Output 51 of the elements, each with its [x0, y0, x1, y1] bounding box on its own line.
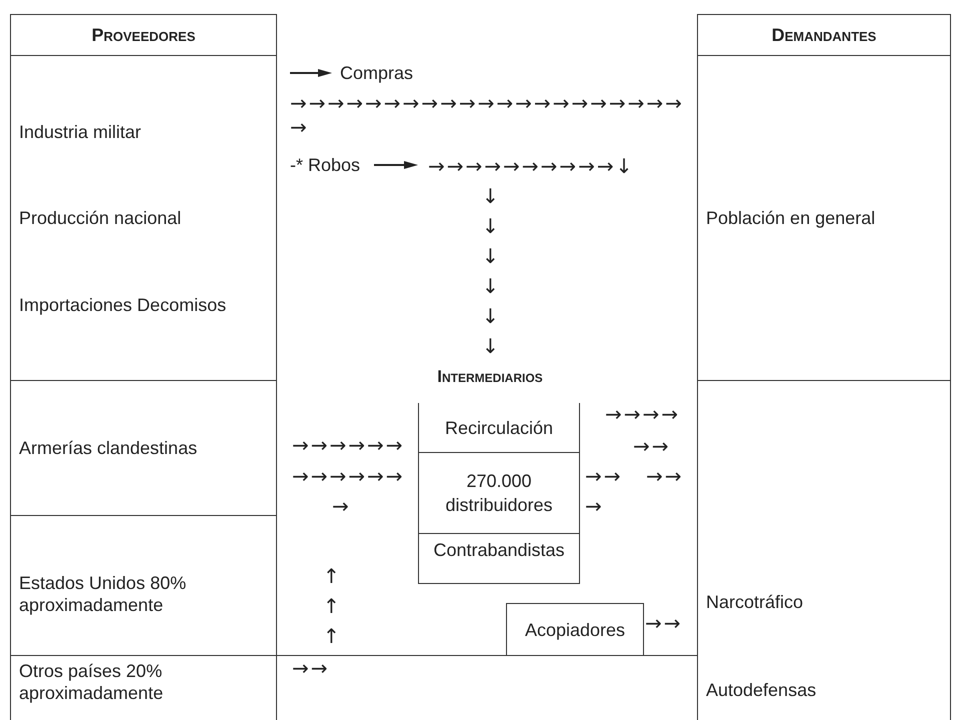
arrow-symbols: →→→→ [605, 402, 680, 426]
up-arrow-symbol: ↑ [323, 594, 342, 618]
arrow-symbols: →→→→→→ [292, 433, 405, 457]
arrow-symbols: →→ [646, 464, 684, 488]
column-header: Demandantes [772, 24, 876, 46]
column-header: Proveedores [92, 24, 196, 46]
table-cell [10, 55, 277, 381]
down-arrow-symbol: ↓ [482, 334, 501, 358]
process-box [418, 452, 580, 534]
arrow-symbols: →→ [585, 464, 623, 488]
box-text: Contrabandistas [433, 539, 565, 562]
down-arrow-symbol: ↓ [482, 214, 501, 238]
cell-text: Narcotráfico [706, 591, 804, 613]
cell-text: Población en general [706, 207, 876, 229]
table-cell [10, 515, 277, 656]
table-cell [10, 655, 277, 720]
box-text: Recirculación [444, 416, 554, 440]
down-arrow-symbol: ↓ [482, 274, 501, 298]
arrow-symbol: → [585, 494, 604, 518]
arrow-symbol: → [332, 494, 351, 518]
arrow-symbols: →→ [633, 434, 671, 458]
box-text: 270.000 distribuidores [444, 470, 554, 517]
cell-text: Estados Unidos 80% aproximadamente [19, 572, 188, 616]
process-box [506, 603, 644, 656]
arrow-symbols: →→→→→→ [292, 464, 405, 488]
header-cell [10, 14, 277, 56]
header-cell [697, 14, 951, 56]
flow-label: -* Robos [290, 154, 360, 176]
cell-text: Industria militar [19, 120, 142, 142]
cell-text: Importaciones Decomisos [19, 294, 228, 316]
cell-text: Producción nacional [19, 207, 182, 229]
section-heading: Intermediarios [436, 366, 544, 388]
up-arrow-symbol: ↑ [323, 624, 342, 648]
down-arrow-symbol: ↓ [482, 244, 501, 268]
flow-label: Compras [340, 62, 414, 84]
arrow-symbols: →→ [292, 656, 330, 680]
cell-text: Otros países 20% aproximadamente [19, 660, 164, 704]
arrow-symbols: →→→→→→→→→→↓ [428, 154, 634, 178]
table-cell [10, 380, 277, 516]
up-arrow-symbol: ↑ [323, 564, 342, 588]
down-arrow-symbol: ↓ [482, 184, 501, 208]
cell-text: Armerías clandestinas [19, 437, 198, 459]
cell-text: Autodefensas [706, 679, 818, 701]
process-box [418, 403, 580, 453]
down-arrow-symbol: ↓ [482, 304, 501, 328]
arrow-symbols: →→→→→→→→→→→→→→→→→→→→→→ [290, 91, 685, 139]
table-cell [697, 55, 951, 381]
process-box [418, 533, 580, 584]
arrow-symbols: →→ [645, 611, 683, 635]
table-cell [697, 380, 951, 720]
box-text: Acopiadores [524, 618, 626, 642]
